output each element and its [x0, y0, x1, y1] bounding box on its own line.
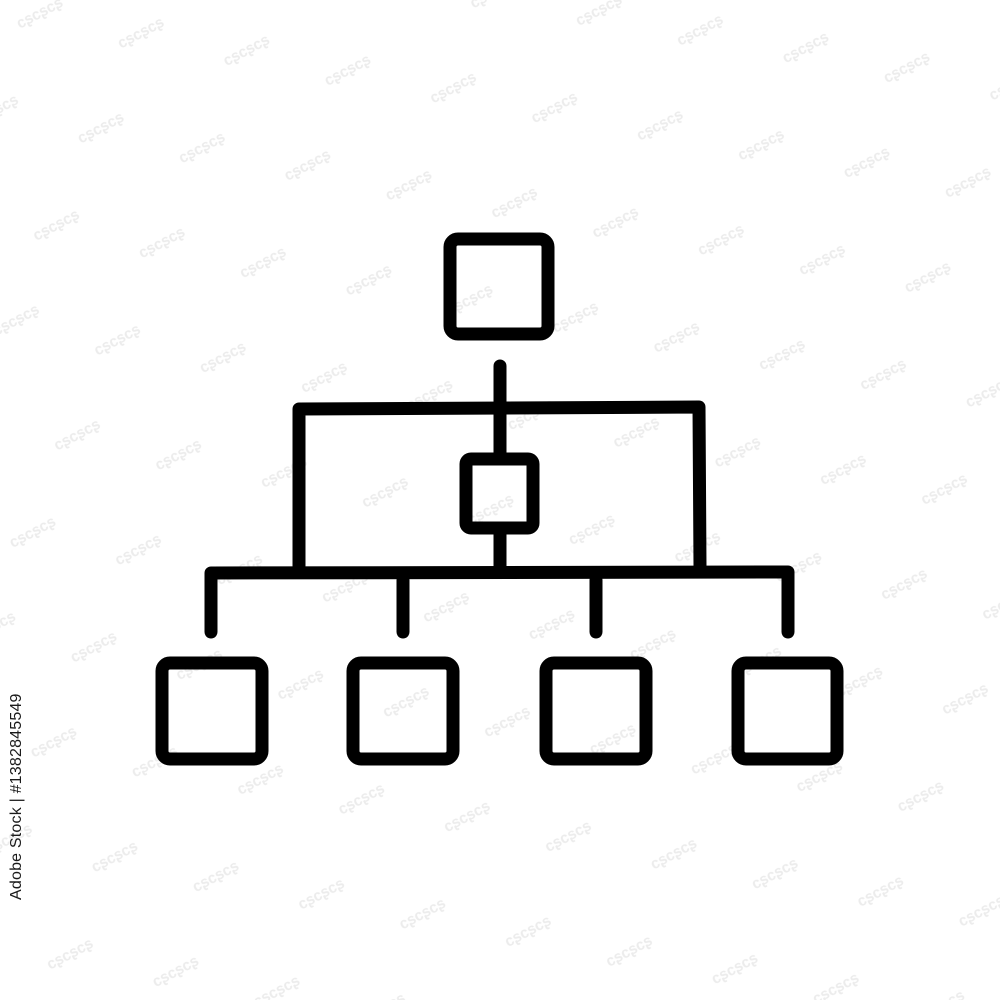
stock-id-label: Adobe Stock | #1382845549	[8, 693, 25, 900]
child-node-4	[731, 656, 844, 766]
top-node	[443, 232, 555, 341]
child-node-1	[155, 656, 269, 766]
bus-line	[204, 565, 795, 639]
child-node-3	[539, 656, 653, 766]
child-node-2	[346, 656, 460, 766]
middle-frame	[292, 400, 707, 573]
child-connectors	[396, 573, 603, 639]
middle-node	[459, 452, 540, 535]
